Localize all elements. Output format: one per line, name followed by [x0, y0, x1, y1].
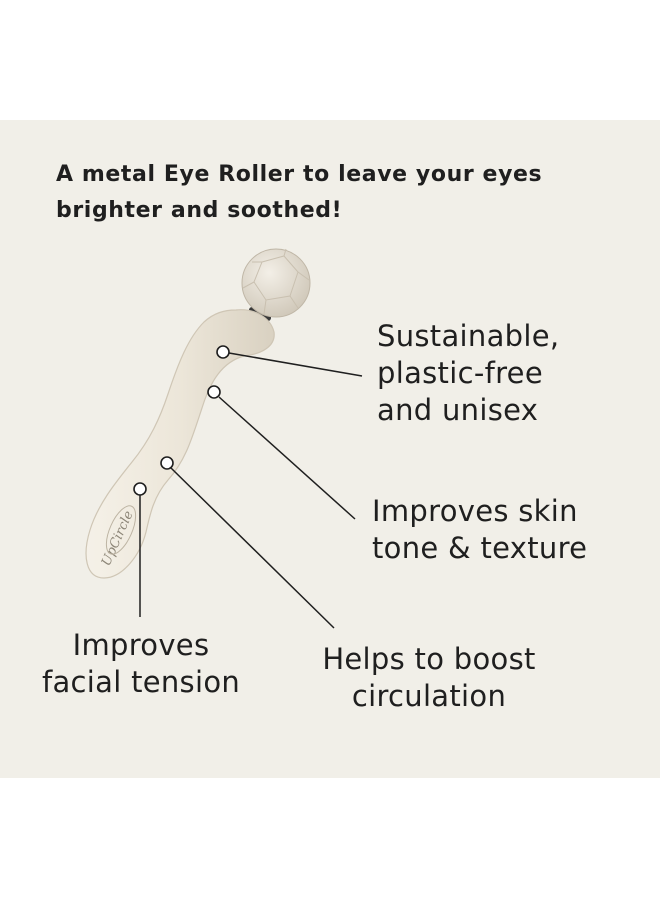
- callout-dot-sustainable: [216, 345, 230, 359]
- headline: A metal Eye Roller to leave your eyes br…: [56, 157, 616, 229]
- feature-skin-line-1: Improves skin: [372, 494, 578, 528]
- feature-sustainable-line-3: and unisex: [377, 393, 539, 427]
- background-panel: [0, 120, 660, 778]
- callout-line-circulation: [170, 467, 335, 629]
- callout-dot-tension: [133, 482, 147, 496]
- feature-circulation-line-1: Helps to boost: [322, 642, 536, 676]
- feature-sustainable: Sustainable, plastic-free and unisex: [377, 318, 559, 429]
- feature-tension: Improves facial tension: [38, 627, 244, 701]
- callout-line-sustainable: [228, 352, 363, 377]
- callout-dot-circulation: [160, 456, 174, 470]
- feature-tension-line-2: facial tension: [41, 665, 241, 699]
- feature-sustainable-line-1: Sustainable,: [377, 319, 560, 353]
- feature-circulation: Helps to boost circulation: [313, 641, 545, 715]
- headline-line-2: brighter and soothed!: [56, 198, 343, 223]
- roller-facets: [242, 248, 310, 315]
- logo-oval: [105, 505, 137, 555]
- feature-sustainable-line-2: plastic-free: [377, 356, 543, 390]
- feature-skin: Improves skin tone & texture: [372, 493, 587, 567]
- roller-head: [241, 248, 311, 321]
- headline-line-1: A metal Eye Roller to leave your eyes: [56, 162, 543, 187]
- feature-skin-line-2: tone & texture: [372, 531, 588, 565]
- feature-tension-line-1: Improves: [72, 628, 210, 662]
- callout-line-skin: [218, 396, 356, 520]
- callout-dot-skin: [207, 385, 221, 399]
- feature-circulation-line-2: circulation: [351, 679, 507, 713]
